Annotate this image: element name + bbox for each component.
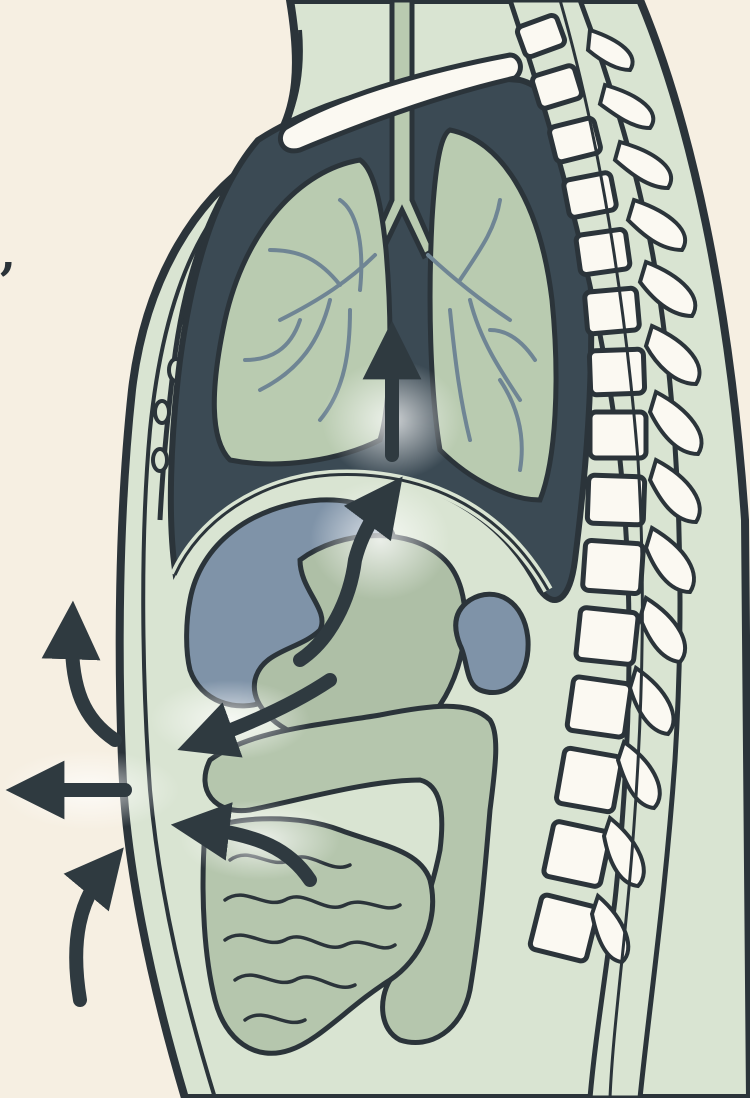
arrow-in-up-icon	[76, 870, 105, 1000]
arrow-out-up-icon	[72, 630, 115, 740]
stray-comma-mark: ,	[0, 230, 16, 276]
